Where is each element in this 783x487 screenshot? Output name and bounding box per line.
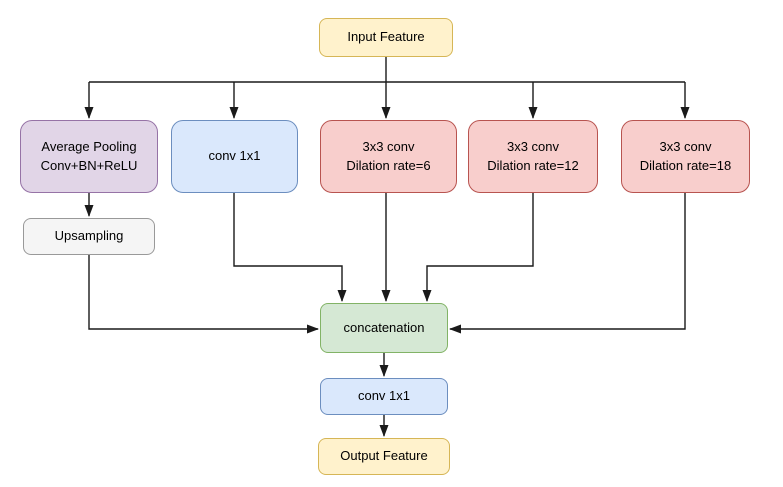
node-conv3x3-dilation12-label-line2: Dilation rate=12	[487, 157, 579, 173]
node-output-feature: Output Feature	[318, 438, 450, 475]
node-conv1x1-branch: conv 1x1	[171, 120, 298, 193]
node-input-feature: Input Feature	[319, 18, 453, 57]
node-conv3x3-dilation6-label-line2: Dilation rate=6	[346, 157, 431, 173]
node-concatenation-label: concatenation	[343, 319, 425, 335]
node-conv1x1-branch-label: conv 1x1	[208, 148, 261, 164]
edge-upsampling-to-concat	[88, 255, 319, 334]
node-conv3x3-dilation18: 3x3 conv Dilation rate=18	[621, 120, 750, 193]
node-conv3x3-dilation12: 3x3 conv Dilation rate=12	[468, 120, 598, 193]
node-upsampling: Upsampling	[23, 218, 155, 255]
node-average-pooling: Average Pooling Conv+BN+ReLU	[20, 120, 158, 193]
node-conv3x3-dilation12-label-line1: 3x3 conv	[506, 138, 560, 154]
edge-conv3x3-d12-to-concat	[422, 193, 534, 302]
node-conv1x1-output: conv 1x1	[320, 378, 448, 415]
node-average-pooling-label-line2: Conv+BN+ReLU	[40, 157, 138, 173]
edge-conv1x1-branch-to-concat	[233, 193, 347, 302]
node-average-pooling-label-line1: Average Pooling	[41, 138, 137, 154]
node-conv3x3-dilation6: 3x3 conv Dilation rate=6	[320, 120, 457, 193]
node-conv3x3-dilation6-label-line1: 3x3 conv	[362, 138, 415, 154]
node-output-feature-label: Output Feature	[340, 448, 428, 464]
edge-conv3x3-d18-to-concat	[449, 193, 686, 334]
node-input-feature-label: Input Feature	[347, 29, 425, 45]
node-conv1x1-output-label: conv 1x1	[357, 388, 411, 404]
node-conv3x3-dilation18-label-line2: Dilation rate=18	[639, 157, 732, 173]
node-conv3x3-dilation18-label-line1: 3x3 conv	[659, 138, 712, 154]
node-upsampling-label: Upsampling	[54, 228, 124, 244]
node-concatenation: concatenation	[320, 303, 448, 353]
